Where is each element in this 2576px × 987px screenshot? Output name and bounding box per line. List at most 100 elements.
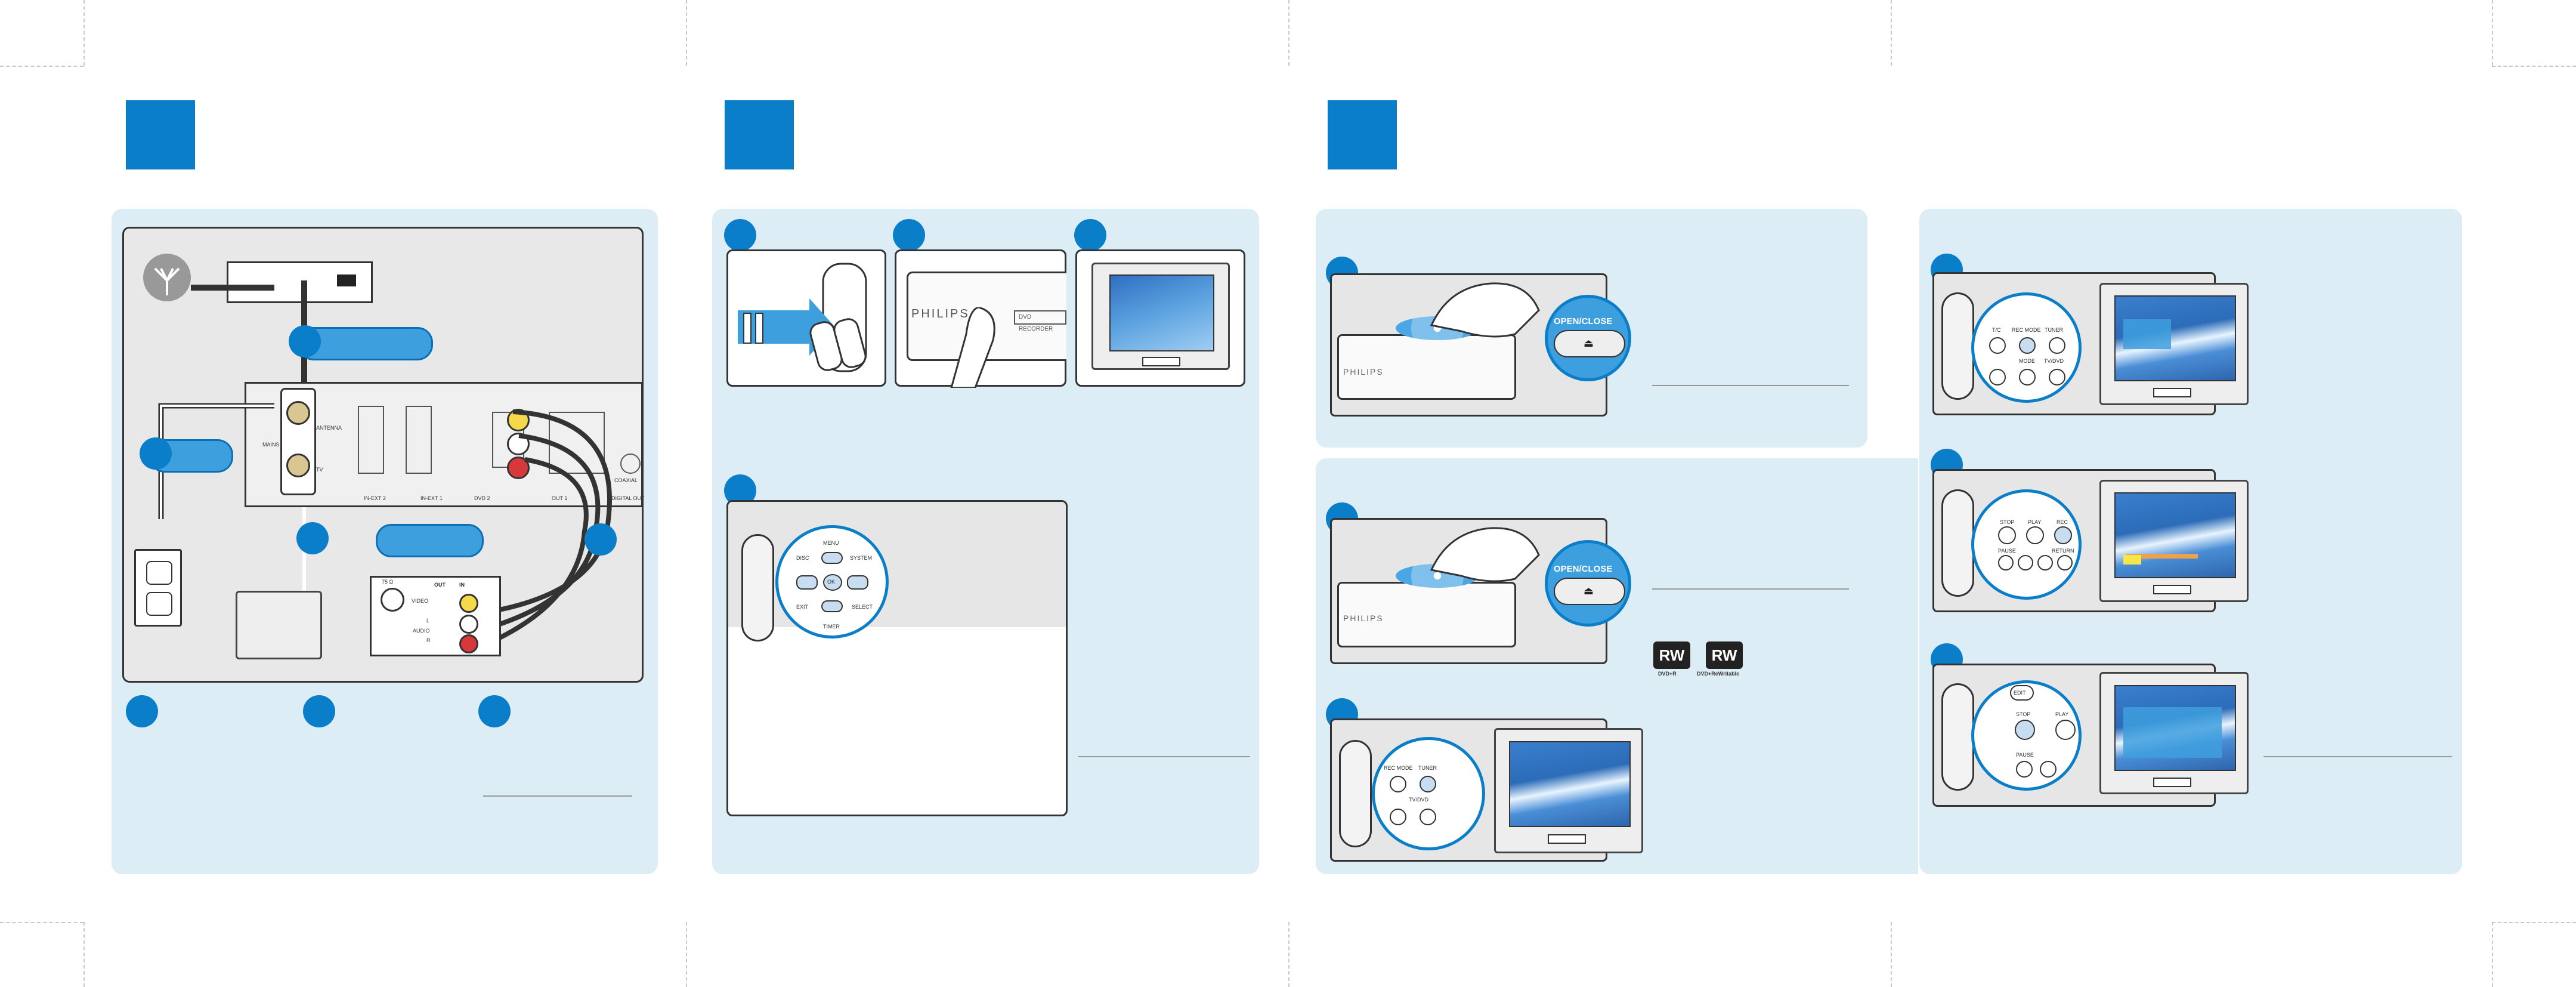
rule bbox=[483, 795, 632, 797]
play-button[interactable] bbox=[2055, 720, 2076, 740]
pause-button[interactable] bbox=[2016, 761, 2033, 778]
tv-base bbox=[1142, 357, 1180, 366]
eject-icon: ⏏ bbox=[1584, 337, 1594, 349]
remote-control bbox=[1941, 489, 1974, 597]
antenna-symbol bbox=[154, 267, 180, 295]
open-close-button-2[interactable] bbox=[1554, 578, 1625, 605]
substep-2c-marker bbox=[1074, 219, 1106, 251]
video-yellow-jack bbox=[507, 409, 530, 431]
tv-audio-label: AUDIO bbox=[413, 628, 430, 634]
tv-video-label: VIDEO bbox=[412, 598, 429, 604]
crop-mark bbox=[686, 922, 687, 987]
remote-button[interactable] bbox=[2018, 555, 2033, 570]
remote-control bbox=[741, 534, 774, 641]
tuner-button[interactable] bbox=[2049, 337, 2065, 354]
crop-mark bbox=[0, 922, 84, 923]
pause-label: PAUSE bbox=[1998, 548, 2016, 554]
battery-insert-illustration bbox=[738, 263, 867, 372]
return-button[interactable] bbox=[2057, 555, 2073, 570]
finger-pressing-icon bbox=[950, 307, 995, 388]
rw-logo-icon: RW bbox=[1653, 641, 1690, 669]
remote-right-button[interactable] bbox=[847, 575, 868, 590]
substep-1b-marker bbox=[303, 695, 335, 727]
rec-mode-button[interactable] bbox=[2019, 337, 2036, 354]
rule bbox=[1652, 588, 1849, 590]
tuner-button[interactable] bbox=[1420, 776, 1436, 792]
tv-dvd-button[interactable] bbox=[1390, 809, 1406, 825]
antenna-in-jack bbox=[286, 401, 310, 425]
crop-mark bbox=[1891, 0, 1892, 66]
rear-label-digital-out: DIGITAL OUT bbox=[611, 495, 645, 501]
callout-tag bbox=[376, 524, 484, 557]
edit-button[interactable] bbox=[2010, 685, 2034, 701]
hand-placing-disc-2 bbox=[1430, 527, 1540, 582]
callout-dot-d bbox=[585, 523, 617, 556]
pause-button[interactable] bbox=[1998, 555, 2014, 570]
rec-mode-label: REC MODE bbox=[2012, 327, 2041, 333]
rec-button[interactable] bbox=[2054, 526, 2072, 544]
remote-ok-button[interactable] bbox=[823, 574, 842, 591]
crop-mark bbox=[2492, 922, 2493, 987]
rec-mode-button[interactable] bbox=[1390, 776, 1406, 792]
crop-mark bbox=[84, 922, 85, 987]
pause-label: PAUSE bbox=[2016, 752, 2034, 758]
remote-disc-label: DISC bbox=[796, 555, 809, 561]
remote-menu-label: MENU bbox=[823, 540, 839, 546]
step-1-marker bbox=[126, 100, 195, 169]
stop-button[interactable] bbox=[1998, 526, 2016, 544]
tv-rear bbox=[236, 591, 322, 659]
tv-surf-screen bbox=[2114, 492, 2236, 578]
rw-logo-icon: RW bbox=[1706, 641, 1743, 669]
crop-mark bbox=[1288, 922, 1289, 987]
tv-dvd-button[interactable] bbox=[2049, 369, 2065, 385]
recorder-brand: PHILIPS bbox=[1343, 367, 1384, 377]
on-screen-menu bbox=[2123, 707, 2222, 758]
tv-audio-l-jack bbox=[459, 615, 478, 634]
tv-l-label: L bbox=[426, 618, 430, 624]
remote-left-button[interactable] bbox=[796, 575, 818, 590]
rw-caption: DVD+R bbox=[1658, 671, 1677, 677]
record-indicator bbox=[2123, 555, 2141, 565]
remote-button[interactable] bbox=[1989, 369, 2006, 385]
remote-zoom-circle bbox=[1372, 737, 1485, 850]
remote-button[interactable] bbox=[2019, 369, 2036, 385]
crop-mark bbox=[84, 0, 85, 66]
remote-up-button[interactable] bbox=[821, 552, 843, 564]
remote-button[interactable] bbox=[2037, 555, 2053, 570]
remote-down-button[interactable] bbox=[821, 600, 843, 612]
tv-base bbox=[2153, 585, 2191, 594]
substep-2a-marker bbox=[724, 219, 756, 251]
open-close-button[interactable] bbox=[1554, 330, 1625, 357]
tuner-label: TUNER bbox=[1418, 765, 1437, 771]
callout-dot-b bbox=[140, 437, 172, 470]
crop-mark bbox=[1288, 0, 1289, 66]
tc-button[interactable] bbox=[1989, 337, 2006, 354]
stop-button[interactable] bbox=[2015, 720, 2035, 740]
step-3-marker bbox=[1328, 100, 1397, 169]
hand-placing-disc bbox=[1430, 282, 1540, 338]
open-close-label-2: OPEN/CLOSE bbox=[1554, 564, 1613, 574]
recorder-brand-2: PHILIPS bbox=[1343, 613, 1384, 623]
rear-label-out1: OUT 1 bbox=[552, 495, 568, 501]
rear-label-ext1: IN-EXT 1 bbox=[420, 495, 443, 501]
player-brand: PHILIPS bbox=[911, 307, 970, 320]
crop-mark bbox=[1891, 922, 1892, 987]
remote-button[interactable] bbox=[1420, 809, 1436, 825]
rear-label-mains: MAINS bbox=[262, 442, 280, 448]
remote-button[interactable] bbox=[2040, 761, 2057, 778]
scart-ext1 bbox=[406, 406, 432, 474]
rule bbox=[2263, 756, 2452, 757]
remote-control bbox=[1941, 683, 1974, 791]
open-close-label: OPEN/CLOSE bbox=[1554, 316, 1613, 326]
remote-zoom-circle bbox=[1971, 489, 2082, 600]
tv-out-label: OUT bbox=[434, 582, 446, 588]
rear-label-dvd2: DVD 2 bbox=[474, 495, 490, 501]
record-progress-bar bbox=[2126, 554, 2198, 559]
play-label: PLAY bbox=[2055, 711, 2069, 717]
remote-system-label: SYSTEM bbox=[850, 555, 873, 561]
callout-dot-a bbox=[289, 325, 321, 357]
substep-1a-marker bbox=[126, 695, 158, 727]
tv-in-label: IN bbox=[459, 582, 465, 588]
tv-video-in-jack bbox=[459, 594, 478, 613]
play-button[interactable] bbox=[2026, 526, 2044, 544]
